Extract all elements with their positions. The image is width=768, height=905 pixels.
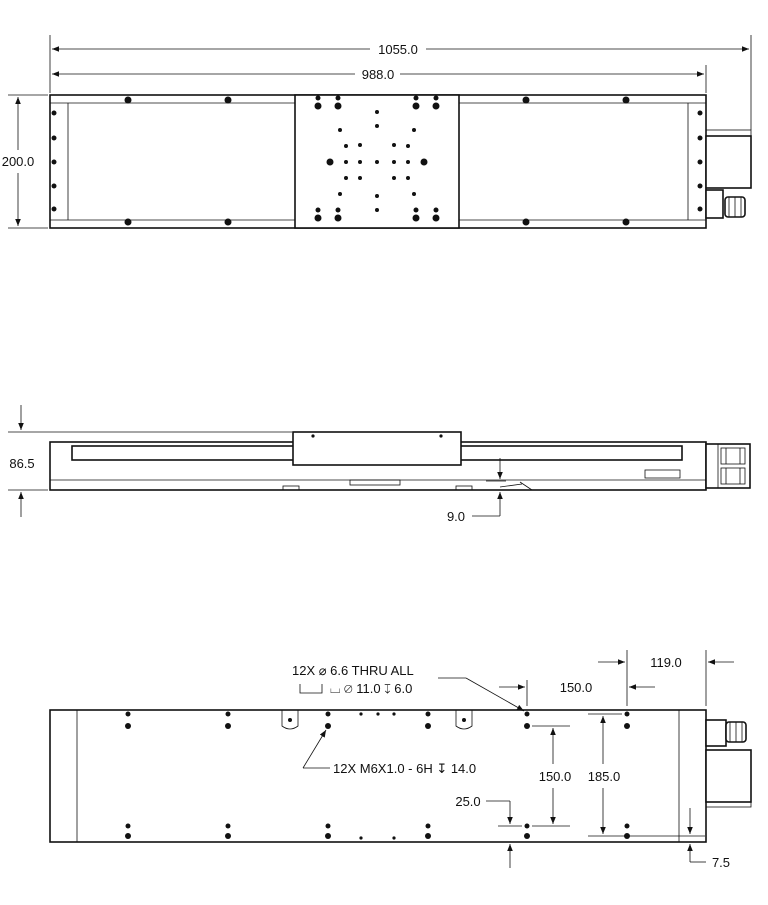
- edge-margin-label: 7.5: [712, 855, 730, 870]
- side-view: 86.5 9.0: [8, 405, 751, 524]
- tapped-hole-callout: 12X M6X1.0 - 6H ↧ 14.0: [333, 761, 476, 776]
- bottom-motor: [705, 749, 752, 803]
- rail-holes: [51, 96, 703, 226]
- thru-hole-callout: 12X ⌀ 6.6 THRU ALL: [292, 663, 414, 678]
- edge-offset-label: 25.0: [455, 794, 480, 809]
- pitch-y-label: 150.0: [539, 769, 572, 784]
- bottom-view: 12X ⌀ 6.6 THRU ALL ⌴ ⌀ 11.0 ↧ 6.0 12X M6…: [49, 650, 752, 870]
- carriage-holes: [314, 95, 440, 222]
- width-label: 200.0: [2, 154, 35, 169]
- bottom-body-outline: [49, 709, 707, 843]
- height-label: 86.5: [9, 456, 34, 471]
- counterbore-callout: ⌴ ⌀ 11.0 ↧ 6.0: [330, 681, 412, 696]
- end-offset-label: 119.0: [650, 655, 682, 670]
- pitch-x-label: 150.0: [560, 680, 593, 695]
- overall-length-label: 1055.0: [378, 42, 418, 57]
- base-offset-label: 9.0: [447, 509, 465, 524]
- side-carriage: [292, 431, 462, 466]
- motor-housing: [705, 135, 752, 189]
- top-view: 1055.0 988.0: [0, 35, 752, 229]
- outer-y-label: 185.0: [588, 769, 621, 784]
- connector-block: [705, 189, 724, 219]
- bottom-holes: [125, 711, 630, 840]
- body-length-label: 988.0: [362, 67, 395, 82]
- bottom-connector-block: [705, 719, 727, 747]
- side-motor: [705, 443, 751, 489]
